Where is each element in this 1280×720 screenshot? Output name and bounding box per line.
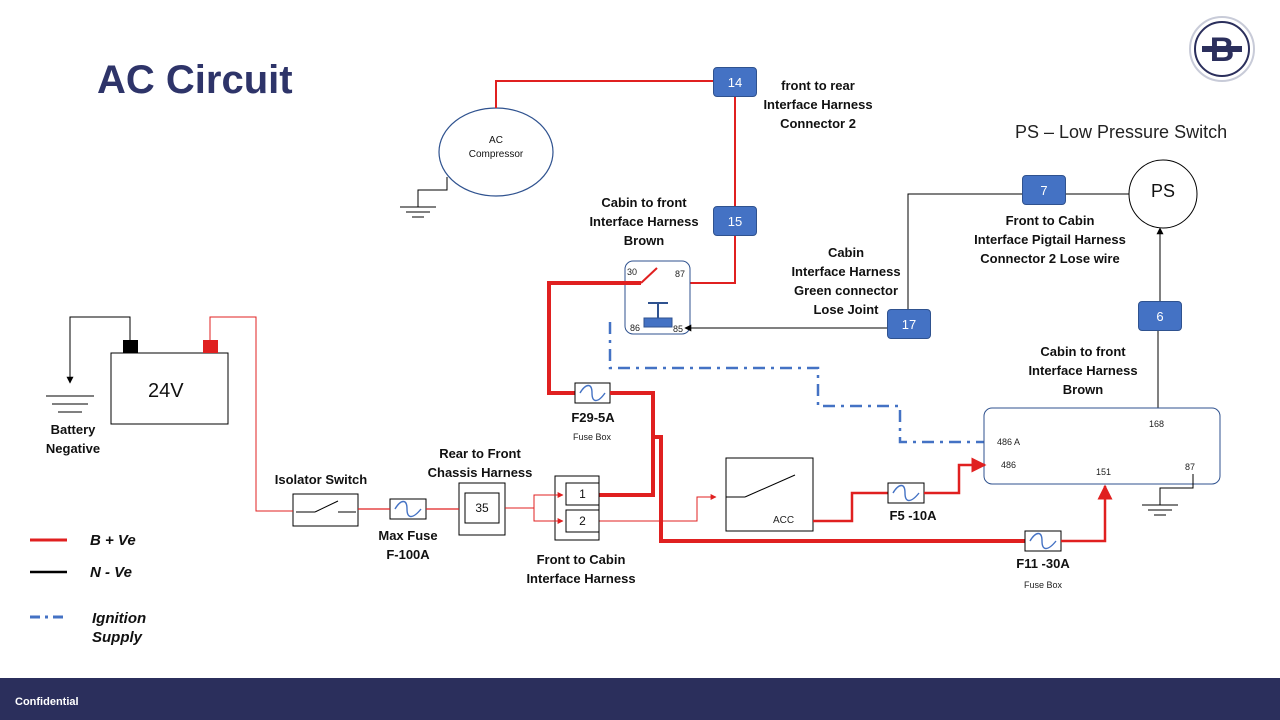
pressure-switch-label: PS [1150,181,1175,201]
brand-logo: B [1189,16,1255,82]
footer-bar: Confidential [0,678,1280,720]
module-pin-486a: 486 A [997,437,1021,447]
cabin-green-label: Cabin Interface Harness Green connector … [791,245,901,317]
module-pin-168: 168 [1149,419,1165,429]
max-fuse-label: Max Fuse F-100A [378,528,438,562]
module-pin-87: 87 [1185,462,1196,472]
connector-node-14: 14 [713,67,757,97]
battery [110,352,229,425]
legend-b-ve: B + Ve [90,532,136,549]
relay-pin-85: 85 [673,324,684,334]
legend-ignition: Ignition Supply [92,610,147,646]
acc-switch [725,457,814,532]
cabin-to-front-top-label: Cabin to front Interface Harness Brown [589,195,699,248]
relay-pin-30: 30 [627,267,638,277]
module-pin-486: 486 [1001,460,1017,470]
module-pin-151: 151 [1096,467,1112,477]
relay [624,260,691,335]
footer-confidential: Confidential [15,696,79,708]
relay-pin-86: 86 [630,323,641,333]
rear-to-front-label: Rear to Front Chassis Harness [427,446,533,480]
connector-pin-1: 1 [579,487,586,501]
connector-35: 35 [475,501,489,515]
front-to-rear-label: front to rear Interface Harness Connecto… [763,78,873,131]
isolator-switch [292,493,359,527]
logo-letter: B [1210,31,1235,69]
ps-definition: PS – Low Pressure Switch [1015,122,1228,142]
connector-node-15: 15 [713,206,757,236]
page-title: AC Circuit [97,58,293,102]
fuse-f11-sub: Fuse Box [1024,580,1063,590]
legend-n-ve: N - Ve [90,564,132,581]
connector-pin-2: 2 [579,514,586,528]
relay-pin-87: 87 [675,269,686,279]
front-to-cabin-pigtail-label: Front to Cabin Interface Pigtail Harness… [974,213,1126,266]
battery-voltage: 24V [148,380,184,402]
wiring-diagram [30,80,1221,619]
cabin-module [983,407,1221,485]
fuse-f29-label: F29-5A [571,410,615,425]
connector-node-17: 17 [887,309,931,339]
cabin-to-front-right-label: Cabin to front Interface Harness Brown [1028,344,1138,397]
isolator-switch-label: Isolator Switch [274,472,368,487]
front-to-cabin-label: Front to Cabin Interface Harness [526,552,636,586]
connector-node-7: 7 [1022,175,1066,205]
acc-label: ACC [773,515,795,526]
connector-node-6: 6 [1138,301,1182,331]
fuse-f11-label: F11 -30A [1016,556,1070,571]
fuse-f29-sub: Fuse Box [573,432,612,442]
battery-negative-label: Battery Negative [45,422,101,456]
fuse-f5-label: F5 -10A [889,508,937,523]
ac-compressor-label: AC Compressor [468,135,524,160]
